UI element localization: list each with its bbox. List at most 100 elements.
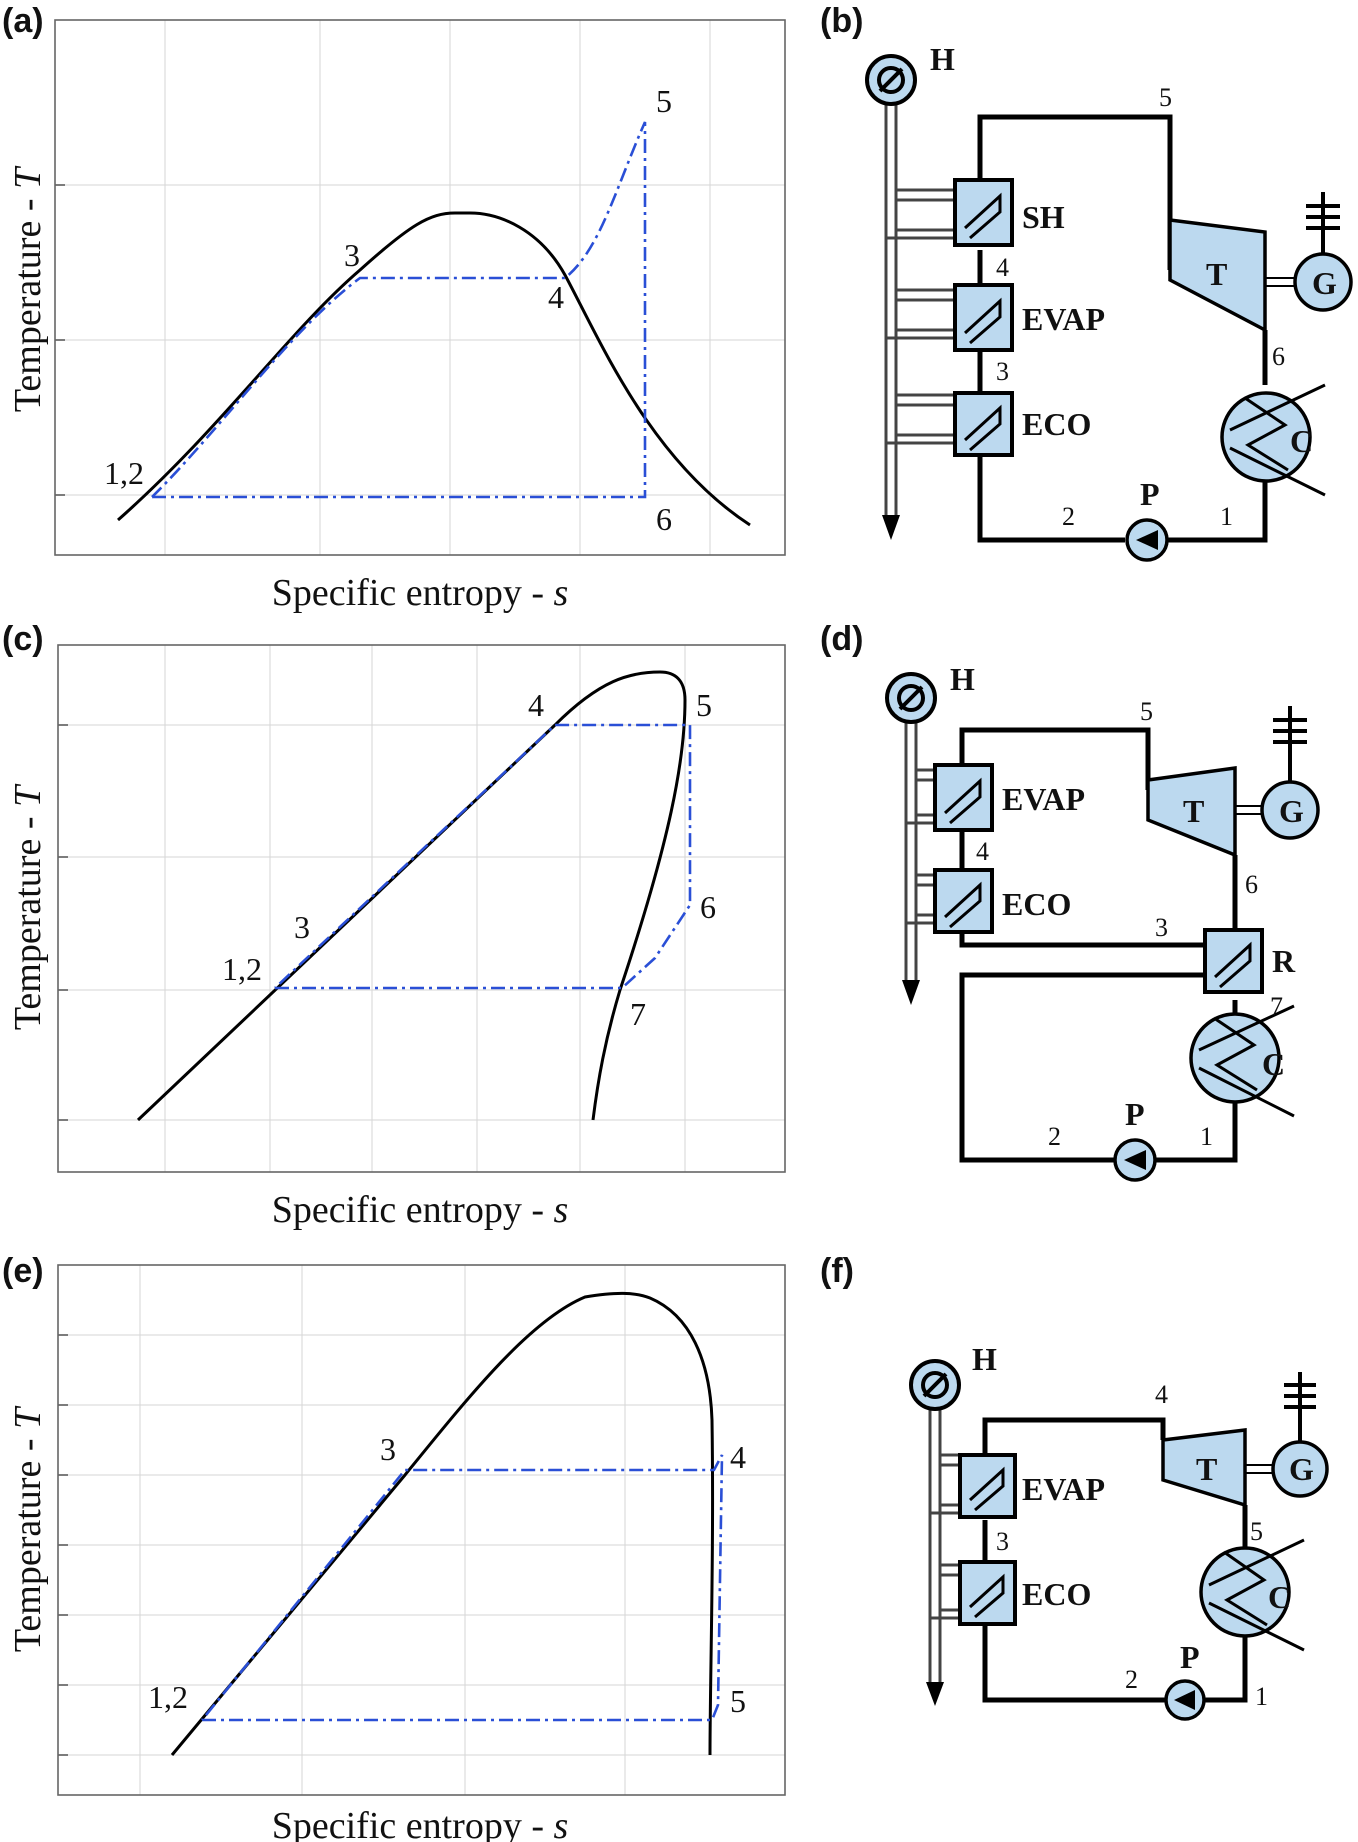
state-label-5-d: 5: [1140, 697, 1153, 726]
heat-exchanger-recuperator-d: [1203, 928, 1264, 994]
state-label-6-b: 6: [1272, 342, 1285, 371]
cycle-path-a: [151, 121, 647, 499]
ground-symbol-icon: [1273, 706, 1307, 782]
heat-exchanger-evap-d: [933, 763, 994, 832]
state-label-4-d: 4: [976, 837, 989, 866]
turbine-icon: [1168, 218, 1267, 333]
point-label-5-a: 5: [656, 83, 672, 119]
point-label-12-c: 1,2: [222, 951, 262, 987]
state-label-7-d: 7: [1270, 992, 1283, 1021]
heat-exchanger-eco-b: [953, 391, 1014, 457]
y-axis-title-c: Temperature - T: [7, 783, 49, 1030]
heat-exchanger-evap-f: [958, 1453, 1017, 1519]
plot-e-frame: [57, 1264, 786, 1796]
ground-symbol-icon: [1306, 192, 1340, 254]
panel-c-label: (c): [2, 620, 44, 658]
pump-icon: [1164, 1679, 1206, 1721]
panel-f-label: (f): [820, 1252, 854, 1290]
turbine-icon: [1161, 1428, 1247, 1508]
heat-source-label-d: H: [950, 661, 975, 697]
point-label-12-e: 1,2: [148, 1679, 188, 1715]
component-label-evap-d: EVAP: [1002, 781, 1085, 817]
component-label-generator-d: G: [1279, 793, 1304, 829]
pump-icon: [1113, 1138, 1157, 1182]
turbine-icon: [1146, 765, 1237, 858]
point-label-4-c: 4: [528, 687, 544, 723]
component-label-pump-f: P: [1180, 1639, 1200, 1675]
pump-icon: [1125, 518, 1169, 562]
panel-a: (a) 1,2 3 4 5 6 Specific entropy - s Tem…: [2, 2, 786, 614]
condenser-icon: [1189, 1004, 1295, 1118]
component-label-generator-f: G: [1289, 1451, 1314, 1487]
heat-source-icon: [865, 54, 917, 106]
state-label-2-b: 2: [1062, 502, 1075, 531]
heat-source-label-f: H: [972, 1341, 997, 1377]
point-label-6-a: 6: [656, 501, 672, 537]
panel-a-label: (a): [2, 2, 44, 40]
panel-d: (d) H EVAP ECO T: [820, 620, 1320, 1182]
component-label-turbine-b: T: [1206, 256, 1227, 292]
component-label-evap-b: EVAP: [1022, 301, 1105, 337]
x-axis-title-e: Specific entropy - s: [272, 1805, 569, 1842]
cycle-path-e: [200, 1454, 724, 1722]
component-label-condenser-f: C: [1268, 1579, 1291, 1615]
heat-exchanger-sh-b: [953, 178, 1014, 247]
component-label-eco-d: ECO: [1002, 886, 1071, 922]
heat-source-lines-b: [882, 100, 955, 540]
point-label-3-c: 3: [294, 909, 310, 945]
saturation-dome-e: [170, 1291, 715, 1756]
component-label-eco-b: ECO: [1022, 406, 1091, 442]
component-label-turbine-f: T: [1196, 1451, 1217, 1487]
condenser-icon: [1199, 1538, 1305, 1652]
component-label-generator-b: G: [1312, 265, 1337, 301]
x-axis-title-c: Specific entropy - s: [272, 1189, 569, 1231]
panel-c: (c) 1,2 3 4 5 6 7 Specific entropy - s T…: [2, 620, 786, 1231]
panel-b-label: (b): [820, 2, 863, 40]
state-label-1-f: 1: [1255, 1682, 1268, 1711]
state-label-3-b: 3: [996, 357, 1009, 386]
state-label-5-f: 5: [1250, 1517, 1263, 1546]
component-label-pump-b: P: [1140, 476, 1160, 512]
loop-pipe-f: [982, 1417, 1248, 1703]
state-label-3-d: 3: [1155, 913, 1168, 942]
heat-source-lines-d: [902, 710, 935, 1005]
plot-a-frame: [54, 19, 786, 556]
point-label-5-e: 5: [730, 1683, 746, 1719]
point-label-6-c: 6: [700, 889, 716, 925]
point-label-3-a: 3: [344, 237, 360, 273]
heat-exchanger-eco-f: [958, 1560, 1017, 1626]
panel-f: (f) H EVAP ECO T: [820, 1252, 1329, 1721]
saturation-dome-a: [117, 211, 751, 527]
panel-e: (e) 1,2 3 4 5 Specific entrop: [2, 1252, 786, 1842]
panel-b: (b) H: [820, 2, 1353, 562]
point-label-4-a: 4: [548, 279, 564, 315]
x-axis-title-a: Specific entropy - s: [272, 572, 569, 614]
state-label-3-f: 3: [996, 1527, 1009, 1556]
component-label-condenser-d: C: [1262, 1046, 1285, 1082]
saturation-dome-c: [136, 670, 687, 1122]
heat-source-label-b: H: [930, 41, 955, 77]
y-axis-title-a: Temperature - T: [7, 165, 49, 412]
point-label-7-c: 7: [630, 996, 646, 1032]
component-label-turbine-d: T: [1183, 793, 1204, 829]
panel-e-label: (e): [2, 1252, 44, 1290]
heat-source-icon: [909, 1359, 961, 1411]
loop-pipe-b: [977, 114, 1268, 543]
plot-a-grid: [55, 20, 785, 555]
heat-source-icon: [885, 672, 937, 724]
condenser-icon: [1220, 383, 1326, 497]
heat-exchanger-evap-b: [953, 283, 1014, 352]
state-label-2-d: 2: [1048, 1122, 1061, 1151]
panel-d-label: (d): [820, 620, 863, 658]
state-label-2-f: 2: [1125, 1665, 1138, 1694]
component-label-pump-d: P: [1125, 1096, 1145, 1132]
component-label-recuperator-d: R: [1272, 943, 1296, 979]
component-label-condenser-b: C: [1290, 423, 1313, 459]
state-label-4-f: 4: [1155, 1380, 1168, 1409]
point-label-5-c: 5: [696, 687, 712, 723]
heat-source-lines-f: [926, 1390, 960, 1706]
state-label-5-b: 5: [1159, 83, 1172, 112]
point-label-3-e: 3: [380, 1431, 396, 1467]
heat-exchanger-eco-d: [933, 868, 994, 934]
state-label-1-b: 1: [1220, 502, 1233, 531]
